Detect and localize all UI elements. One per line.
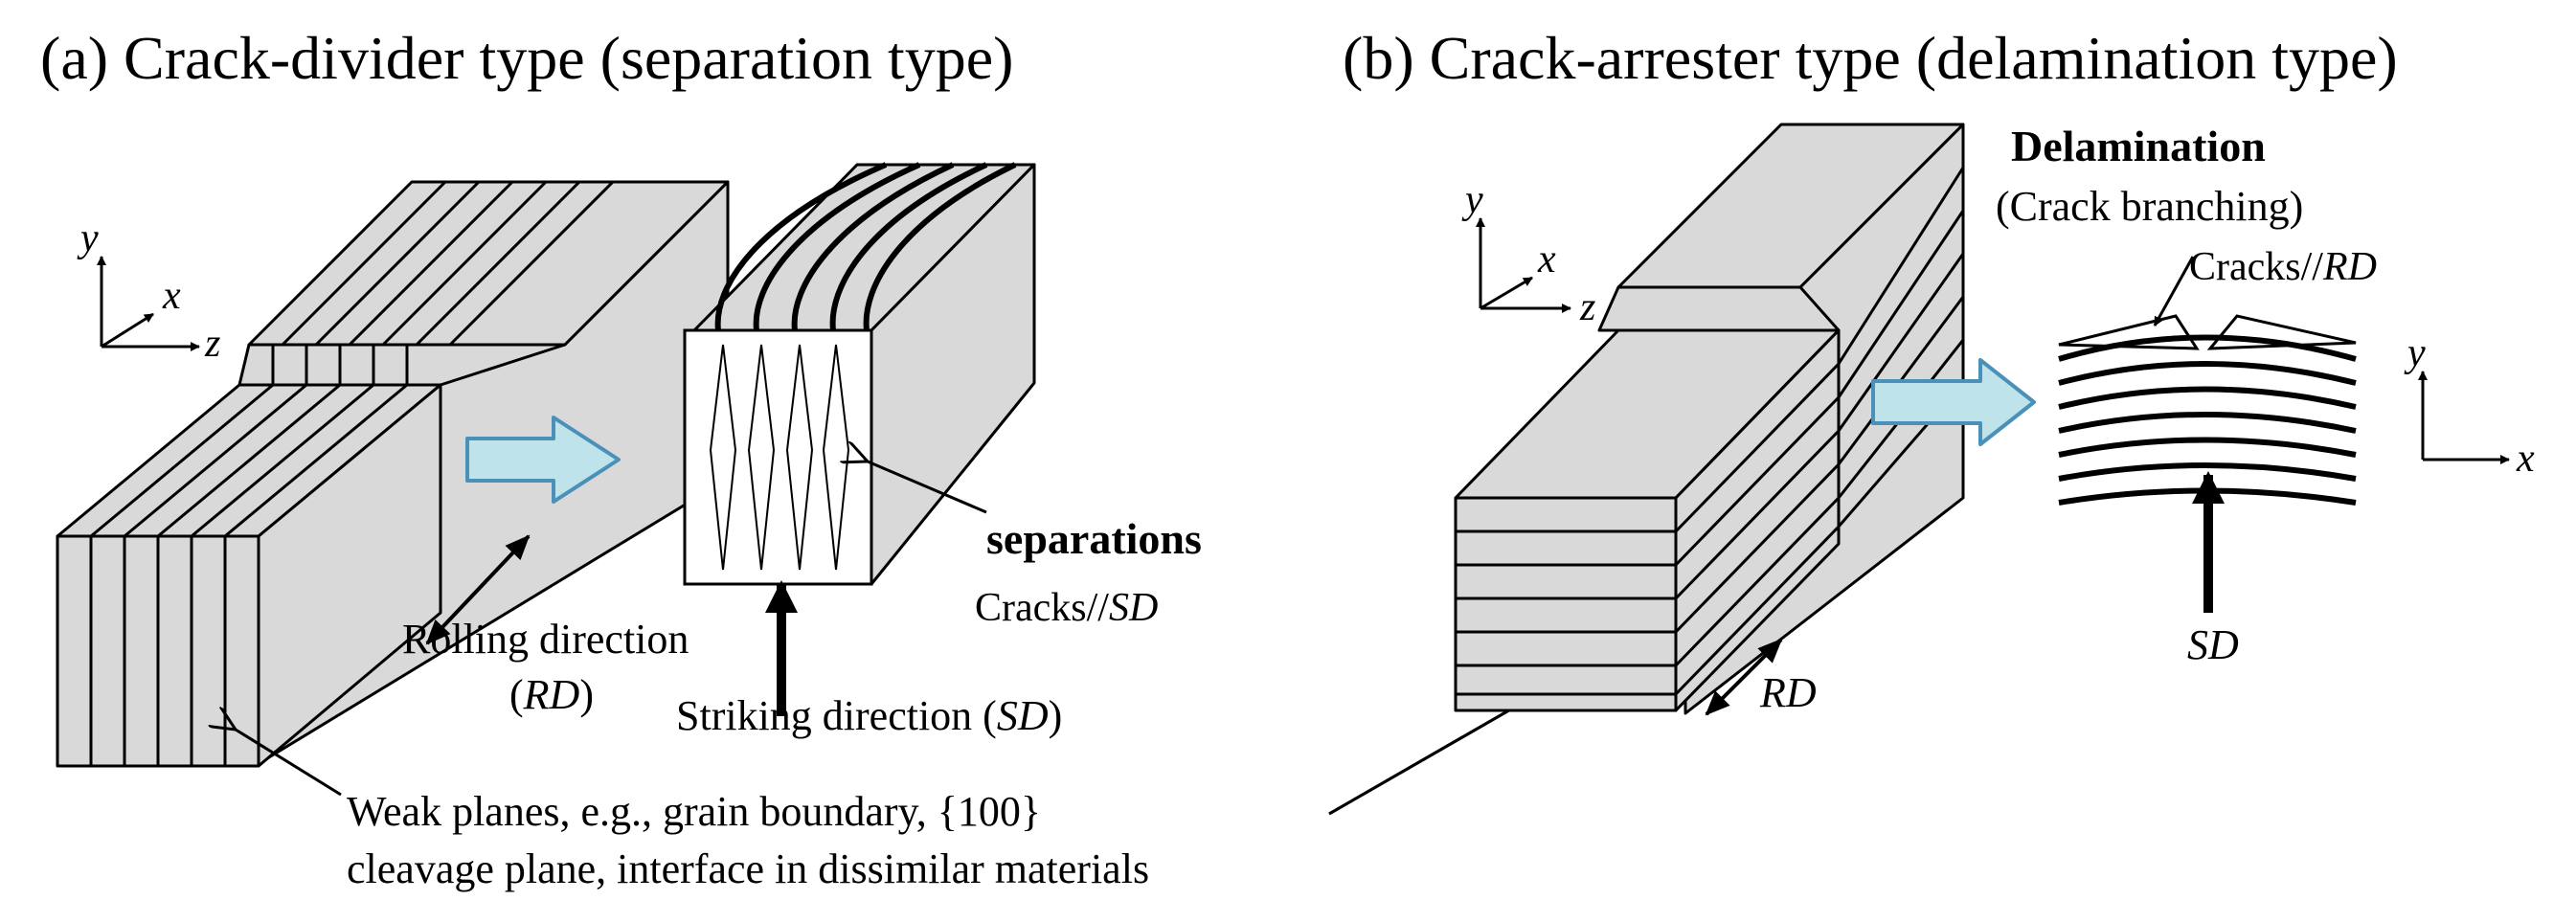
x-axis-arrow	[101, 312, 154, 349]
separations-label: separations	[986, 514, 1202, 563]
block-b-front-side	[1674, 328, 1841, 712]
panel-b-axis-triad: y x z	[1461, 178, 1595, 329]
delamination-inset	[2058, 314, 2357, 506]
weak-planes-line1: Weak planes, e.g., grain boundary, {100}	[347, 788, 1041, 835]
crack-flap-left	[2058, 314, 2200, 350]
panel-a-transition-arrow	[465, 416, 621, 504]
crack-branching-label: (Crack branching)	[1996, 183, 2303, 230]
axis-label-y-b: y	[1461, 178, 1483, 222]
inset-axis: y x	[2404, 331, 2535, 481]
rd-label-b: RD	[1759, 669, 1817, 716]
separations-pointer	[868, 462, 987, 514]
axis-label-z-b: z	[1579, 285, 1595, 329]
rd-arrow-b	[1705, 638, 1783, 716]
axis-label-y: y	[77, 216, 99, 260]
block-a2-front-face	[683, 328, 873, 586]
block-a-weak-planes	[89, 180, 615, 766]
panel-a-notched-block	[56, 180, 730, 768]
inset-axis-label-y: y	[2404, 331, 2426, 375]
cracks-rd-pointer	[2153, 256, 2195, 326]
panel-a-title: (a) Crack-divider type (separation type)	[40, 24, 1013, 92]
rolling-direction-arrow	[425, 534, 531, 645]
inset-axis-label-x: x	[2516, 437, 2535, 481]
panel-b-transition-arrow	[1871, 358, 2036, 446]
axis-label-z: z	[204, 322, 220, 366]
striking-direction-label: Striking direction (SD)	[676, 692, 1062, 739]
panel-b-title: (b) Crack-arrester type (delamination ty…	[1343, 24, 2398, 92]
panel-a-axis-triad: y x z	[77, 216, 220, 366]
sd-label-b: SD	[2187, 621, 2239, 668]
delamination-label: Delamination	[2011, 122, 2266, 170]
separation-cracks-top	[714, 162, 1017, 331]
block-b-front-face	[1454, 496, 1678, 712]
x-axis-arrow-b	[1480, 276, 1533, 310]
weak-planes-pointer-b	[1328, 697, 1532, 816]
cracks-rd-label: Cracks//RD	[2189, 245, 2377, 289]
rolling-direction-label: Rolling direction	[402, 616, 689, 663]
panel-a-separated-block	[683, 162, 1036, 586]
panel-b-layered-block	[1454, 123, 1965, 715]
weak-planes-line2: cleavage plane, interface in dissimilar …	[347, 845, 1149, 892]
rolling-direction-abbrev: (RD)	[509, 671, 594, 718]
axis-label-x-b: x	[1537, 237, 1556, 281]
block-b-notch	[1597, 285, 1841, 332]
separation-cracks-front	[709, 344, 850, 571]
weak-planes-pointer-a	[236, 730, 342, 797]
cracks-sd-label: Cracks//SD	[975, 586, 1158, 630]
axis-label-x: x	[162, 274, 181, 318]
